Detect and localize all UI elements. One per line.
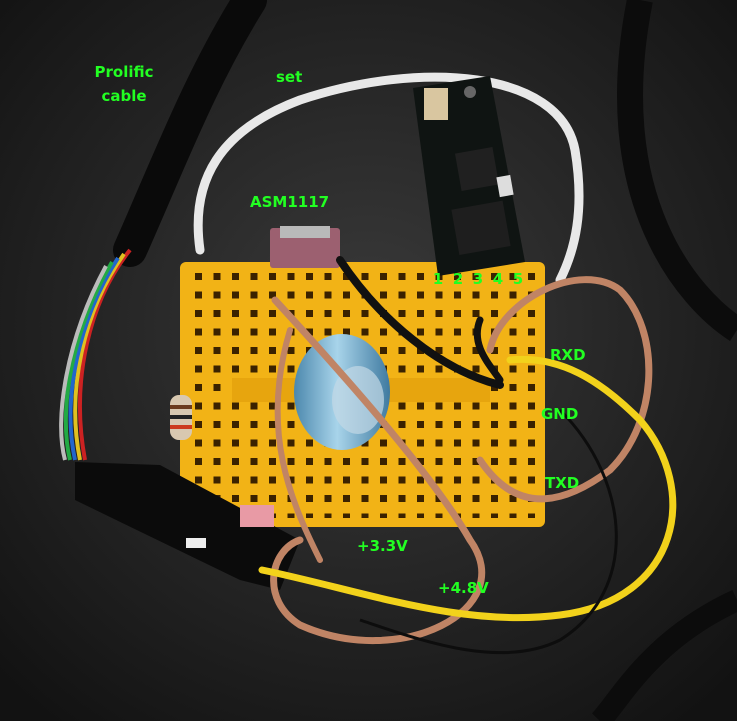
- brown-wires: [270, 256, 653, 644]
- asm1117-label: ASM1117: [250, 193, 330, 211]
- yellow-wire: [258, 355, 677, 622]
- pin-label: 4: [492, 270, 504, 288]
- asm1117-tab: [280, 226, 330, 238]
- prolific-label: Prolific cable: [84, 63, 164, 105]
- resistor-band: [170, 405, 192, 409]
- pin-label: 3: [472, 270, 484, 288]
- wireless-module: [413, 76, 525, 276]
- connector-housing: [75, 462, 300, 590]
- connector-pink: [240, 505, 274, 527]
- connector-pin: [186, 538, 206, 548]
- prolific-label-line1: Prolific: [94, 63, 154, 81]
- ribbon-wires: [59, 248, 132, 461]
- gnd-label: GND: [541, 405, 579, 423]
- pin-label: 1: [432, 270, 444, 288]
- v33-label: +3.3V: [357, 537, 408, 555]
- txd-label: TXD: [545, 474, 580, 492]
- resistor-band: [170, 425, 192, 429]
- white-wire: [193, 72, 584, 285]
- black-wire: [359, 408, 618, 655]
- module-pin-labels: 1 2 3 4 5: [430, 270, 526, 288]
- resistor-band: [170, 415, 192, 419]
- pin-label: 2: [452, 270, 464, 288]
- pin-label: 5: [512, 270, 524, 288]
- v48-label: +4.8V: [438, 579, 489, 597]
- background-cable: [617, 0, 737, 341]
- prolific-label-line2: cable: [101, 87, 147, 105]
- prolific-cable: [113, 0, 267, 267]
- rxd-label: RXD: [550, 346, 586, 364]
- set-label: set: [276, 68, 303, 86]
- background-cable: [591, 590, 737, 721]
